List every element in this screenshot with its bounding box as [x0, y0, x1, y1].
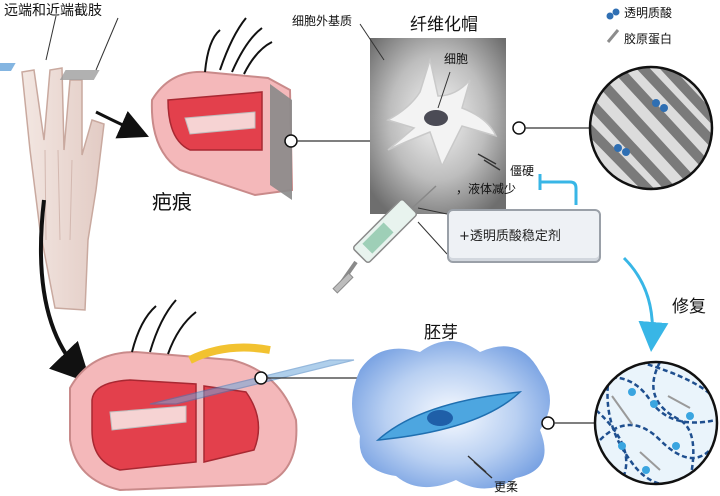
inhibition-line — [540, 180, 578, 205]
double-arrow-stiff — [477, 153, 501, 171]
zoom-marker — [541, 416, 555, 430]
leader-line — [359, 23, 385, 61]
collagen-zoom-circle — [588, 65, 714, 191]
label-stiff: 僵硬 — [510, 164, 535, 178]
arrow-to-regeneration — [38, 199, 92, 384]
leader-line — [95, 17, 119, 71]
regenerating-stump — [69, 299, 355, 492]
proximal-cut-plane — [59, 70, 100, 80]
soft-cell — [375, 391, 523, 441]
hyaluronan-swatch — [606, 12, 614, 20]
label-cell: 细胞 — [444, 52, 469, 66]
label-additive: +透明质酸稳定剂 — [459, 229, 561, 244]
leader-line — [45, 15, 57, 61]
syringe-icon — [332, 185, 437, 294]
label-blastema: 胚芽 — [424, 323, 458, 343]
legend-label-hyaluronan: 透明质酸 — [624, 6, 673, 20]
distal-cut-plane — [0, 63, 16, 71]
leader-line — [437, 71, 451, 109]
zoom-marker — [254, 371, 268, 385]
scar-stump — [150, 17, 294, 200]
label-less-fluid: ，液体减少 — [456, 182, 517, 196]
label-extracellular-matrix: 细胞外基质 — [292, 14, 353, 28]
label-scar: 疤痕 — [152, 190, 192, 214]
zoom-marker — [284, 134, 298, 148]
fibroblast-cell — [386, 57, 498, 168]
legend — [606, 8, 620, 43]
arrow-to-scar — [95, 110, 149, 139]
arrow-repair — [622, 256, 669, 352]
zoom-marker — [512, 121, 526, 135]
leader-line — [417, 207, 448, 215]
hyaluronan-stabilizer-box: +透明质酸稳定剂 — [447, 209, 601, 263]
label-fibrotic-cap: 纤维化帽 — [410, 15, 478, 35]
label-softer: 更柔 — [494, 480, 519, 494]
leader-line — [417, 221, 448, 255]
collagen-swatch — [606, 29, 620, 43]
legend-label-collagen: 胶原蛋白 — [624, 32, 673, 46]
label-repair: 修复 — [672, 297, 706, 317]
hand-illustration — [21, 67, 105, 311]
hyaluronan-zoom-circle — [593, 360, 719, 486]
double-arrow-softer — [467, 455, 493, 479]
label-amputation-levels: 远端和近端截肢 — [4, 3, 102, 19]
